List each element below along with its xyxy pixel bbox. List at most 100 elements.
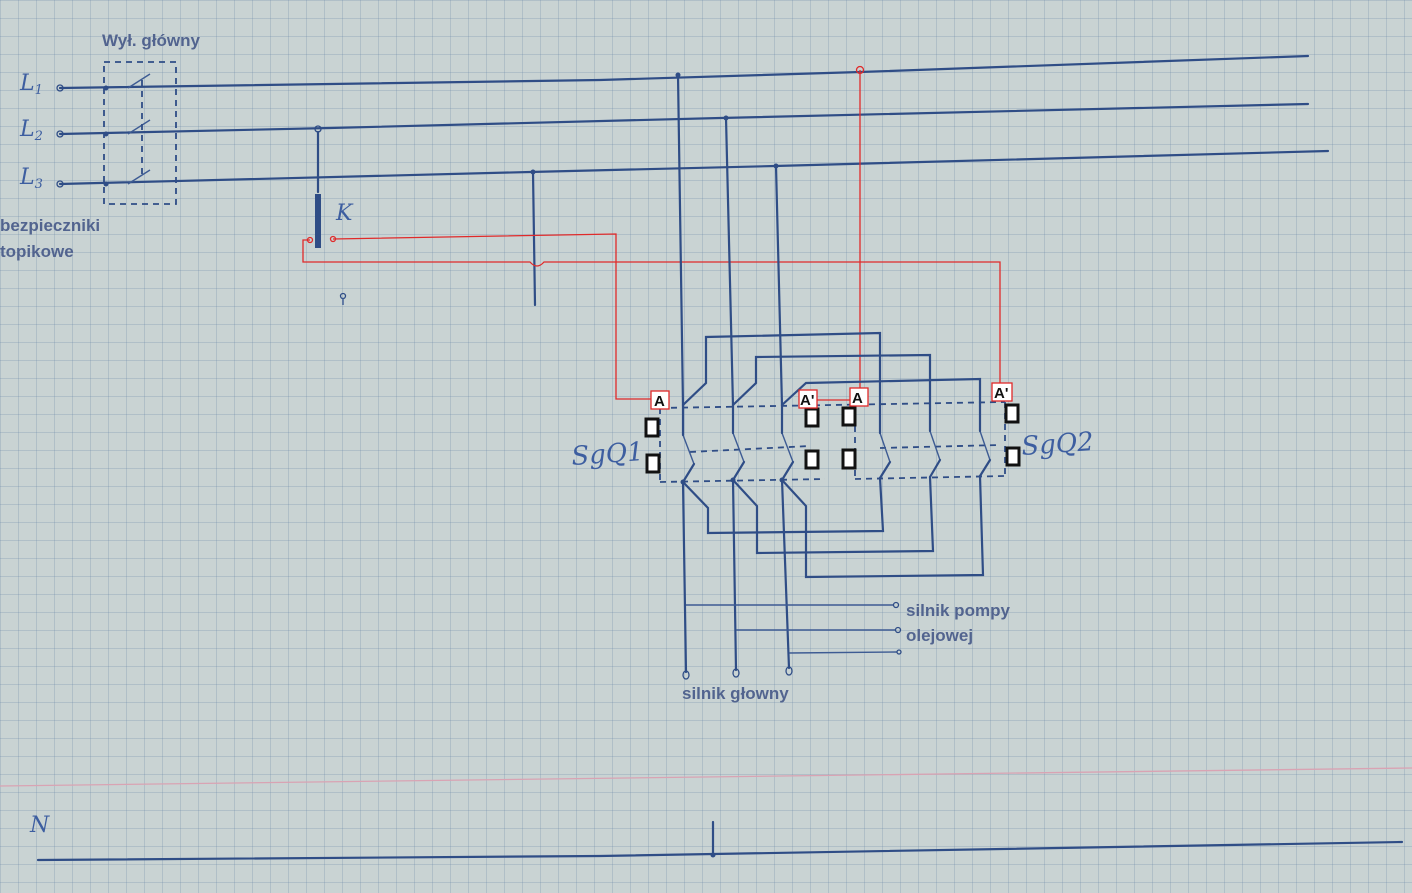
main-motor-terminal-3	[785, 666, 793, 676]
sgq1-top-dash	[659, 401, 1006, 409]
upper-bus-loops	[681, 331, 982, 408]
phase-line-l2	[58, 102, 1310, 136]
coil-box-a1	[650, 390, 670, 410]
label-fuses-line1: bezpieczniki	[0, 216, 100, 235]
phase-line-l3	[58, 149, 1330, 186]
coil-box-a2-prime	[991, 382, 1013, 402]
main-switch-node-2	[103, 131, 109, 137]
phase-line-l1	[58, 54, 1310, 90]
sgq2-pole-3	[978, 404, 992, 478]
pump-motor-lead-3	[788, 651, 898, 654]
feed-node-l3	[773, 163, 779, 169]
upper-loop-1	[681, 331, 882, 408]
main-switch-blade-1	[127, 73, 151, 89]
label-fuses-line2: topikowe	[0, 242, 74, 261]
label-sgq2: SgQ2	[1020, 427, 1094, 462]
upper-loop-2	[731, 353, 932, 408]
contact-marker-mid1-bottom	[804, 449, 820, 470]
coil-label-a2: A	[852, 390, 863, 407]
main-motor-terminal-1	[682, 670, 690, 680]
label-pump-motor-line1: silnik pompy	[906, 601, 1010, 620]
sgq2-blade-3	[979, 430, 991, 461]
neutral-line-group	[36, 820, 1404, 862]
paper-margin-line	[0, 767, 1412, 787]
terminal-l1	[56, 84, 64, 92]
sgq1-pole-2	[731, 404, 746, 482]
coil-box-a1-prime	[798, 389, 818, 409]
phase-labels: L1 L2 L3 N	[19, 71, 50, 838]
control-terminal-2	[306, 236, 314, 244]
sgq2-pole-2	[928, 404, 942, 479]
pump-motor-leads	[686, 601, 902, 655]
main-motor-lead-1	[681, 480, 688, 674]
coil-label-a1: A	[654, 393, 665, 410]
main-motor-lead-3	[780, 478, 791, 670]
label-l1: L1	[19, 71, 43, 98]
control-terminal-3	[855, 65, 865, 75]
label-l3-subscript: 3	[35, 177, 43, 192]
button-k	[314, 125, 347, 305]
coil-label-a2-prime: A'	[994, 385, 1008, 402]
main-motor-leads	[681, 478, 793, 680]
pump-motor-terminal-2	[894, 626, 902, 634]
label-button-k: K	[335, 201, 354, 226]
label-l1-subscript: 1	[35, 83, 43, 98]
neutral-line	[36, 840, 1404, 862]
control-terminal-1	[329, 235, 337, 243]
l3-drop-node	[530, 169, 536, 175]
switch-feed-wires	[675, 72, 784, 408]
lower-loop-1	[681, 476, 885, 535]
sgq1-mid-dash	[689, 445, 811, 453]
main-motor-lead-2	[731, 478, 738, 672]
control-wire-2	[302, 239, 1001, 383]
main-switch-node-3	[103, 181, 109, 187]
label-l2-prefix: L	[19, 117, 35, 142]
label-neutral: N	[29, 813, 50, 838]
main-motor-terminal-2	[732, 668, 740, 678]
label-l3-prefix: L	[19, 165, 35, 190]
label-l2: L2	[19, 117, 43, 144]
button-k-body	[315, 194, 321, 248]
contact-marker-mid2-top	[841, 406, 857, 427]
label-sgq1: SgQ1	[570, 437, 644, 472]
sgq2-blade-1	[879, 432, 891, 463]
label-l1-prefix: L	[19, 71, 35, 96]
sgq1-blade-2	[732, 432, 745, 463]
coil-box-a2	[849, 387, 869, 407]
feed-l3	[774, 164, 784, 408]
label-main-switch: Wył. główny	[102, 31, 200, 50]
lower-bus-loops	[681, 474, 985, 579]
main-switch-blade-3	[127, 169, 151, 185]
upper-loop-3	[780, 377, 982, 408]
sgq1-pole-3	[780, 404, 795, 482]
contact-marker-sgq1-top	[644, 417, 660, 438]
control-circuit	[302, 65, 1001, 401]
contact-marker-mid2-bottom	[841, 448, 857, 470]
switch-sgq1	[659, 401, 1006, 485]
feed-node-l2	[723, 115, 729, 121]
label-pump-motor-line2: olejowej	[906, 626, 973, 645]
contact-marker-sgq1-bottom	[645, 453, 661, 474]
label-main-motor: silnik głowny	[682, 684, 789, 703]
label-l3: L3	[19, 165, 43, 192]
main-switch-blade-2	[127, 119, 151, 135]
sgq1-blade-3	[781, 432, 794, 463]
contact-markers	[644, 403, 1021, 474]
contact-marker-sgq2-bottom	[1005, 446, 1021, 467]
terminal-l3	[56, 180, 64, 188]
button-k-bottom-terminal	[339, 292, 347, 300]
sgq1-bottom-dash	[659, 478, 826, 483]
sgq1-blade-1	[682, 434, 695, 465]
sgq2-blade-2	[929, 430, 941, 461]
feed-l2	[724, 116, 735, 408]
control-wire-1	[332, 233, 651, 400]
coil-label-a1-prime: A'	[800, 392, 814, 409]
feed-l1	[676, 73, 685, 408]
sgq2-mid-dash	[879, 444, 1001, 449]
l3-drop-wire	[531, 170, 537, 307]
label-l2-subscript: 2	[34, 129, 43, 144]
pump-motor-terminal-3	[896, 649, 902, 655]
main-switch	[103, 61, 177, 205]
lower-loop-3	[780, 474, 985, 579]
